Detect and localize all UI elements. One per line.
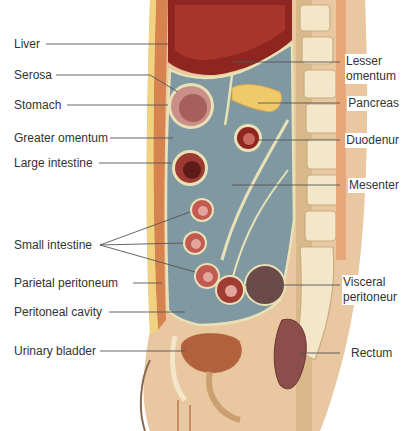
part-label: Visceral peritoneur	[342, 275, 400, 305]
part-label: Duodenur	[345, 133, 400, 148]
part-label: Pancreas	[347, 96, 400, 111]
part-label: Mesenter	[348, 178, 400, 193]
part-label: Urinary bladder	[13, 344, 97, 359]
part-label: Greater omentum	[13, 131, 109, 146]
part-label: Parietal peritoneum	[13, 276, 119, 291]
part-label: Peritoneal cavity	[13, 305, 103, 320]
part-label: Stomach	[13, 98, 62, 113]
part-label: Small intestine	[13, 238, 93, 253]
part-label: Large intestine	[13, 156, 94, 171]
part-label: Serosa	[13, 68, 53, 83]
part-label: Liver	[13, 37, 41, 52]
part-label: Rectum	[350, 346, 393, 361]
part-label: Lesser omentum	[345, 54, 400, 84]
